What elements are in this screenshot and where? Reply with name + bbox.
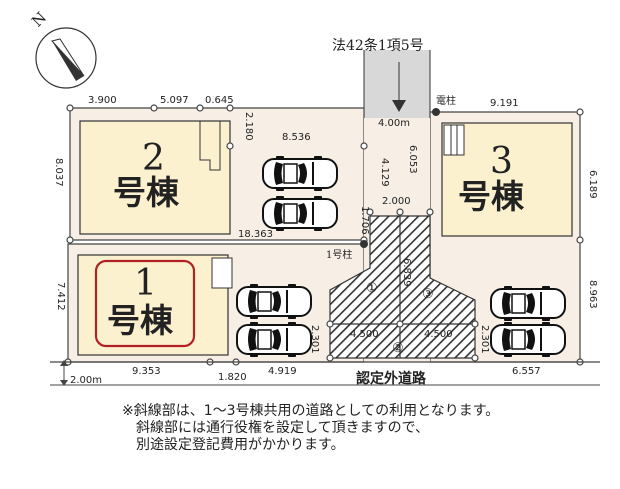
lot-1-number: 1 [134,263,157,304]
dim-2301-b: 2.301 [479,325,490,354]
dim-4500-a: 4.500 [350,329,379,340]
lot-1-highlight [94,259,196,348]
lot-2-label: 号棟 [113,173,180,212]
car-icon [262,195,338,232]
boundary-markers [64,104,584,366]
car-icon [236,283,312,320]
shared-driveway-hatch [329,215,476,359]
note-line-1: ※斜線部は、1〜3号棟共用の道路としての利用となります。 [122,403,500,419]
dim-1820: 1.820 [218,372,247,383]
dim-top-a: 3.900 [88,95,117,106]
dim-1706: 1.706 [359,206,370,235]
dim-8536: 8.536 [282,132,311,143]
dim-6557: 6.557 [512,366,541,377]
lot-2-number: 2 [142,138,165,179]
lot-3-label: 号棟 [458,177,525,216]
dim-right-6189: 6.189 [587,170,598,199]
note-line-3: 別途設定登記費用がかかります。 [136,437,345,453]
north-label: N [28,8,50,30]
car-icon [490,285,566,322]
shared-mark-1: ① [366,281,378,296]
dim-4919: 4.919 [268,366,297,377]
dim-right-8963: 8.963 [587,280,598,309]
note-line-2: 斜線部には通行役権を設定して頂きますので、 [136,420,430,436]
pole-1-marker [360,240,368,248]
dim-left-7412: 7.412 [55,282,66,311]
lot-1-label: 号棟 [107,301,174,340]
building-1-footprint [77,254,229,356]
easement-note: ※斜線部は、1〜3号棟共用の道路としての利用となります。 斜線部には通行役権を設… [122,403,602,454]
dim-left-8037: 8.037 [53,158,64,187]
pole-1-label: 1号柱 [326,248,352,261]
dim-2000: 2.000 [382,196,411,207]
dim-4500-b: 4.500 [424,329,453,340]
north-compass-icon: N [28,8,97,89]
car-icon [490,321,566,358]
lot-3-number: 3 [490,141,513,182]
dim-6839: 6.839 [401,258,412,287]
dim-top-b: 5.097 [160,95,189,106]
building-2-footprint [79,120,231,235]
car-icon [236,321,312,358]
dim-4129: 4.129 [379,158,390,187]
dim-6053: 6.053 [407,145,418,174]
dim-18363: 18.363 [238,229,273,240]
utility-pole-label: 電柱 [436,94,456,107]
dim-top-c: 0.645 [205,95,234,106]
shared-mark-3: ③ [422,287,434,302]
road-label: 認定外道路 [356,370,427,387]
utility-pole-marker [432,108,440,116]
dim-9353: 9.353 [132,366,161,377]
dim-2180: 2.180 [243,112,254,141]
dim-2301-a: 2.301 [309,325,320,354]
dim-top-right: 9.191 [490,98,519,109]
article42-label: 法42条1項5号 [332,37,424,54]
shared-mark-2: ② [392,341,404,356]
dim-2m: 2.00m [70,375,102,386]
car-icon [262,155,338,192]
dim-road-width: 4.00m [378,118,410,129]
